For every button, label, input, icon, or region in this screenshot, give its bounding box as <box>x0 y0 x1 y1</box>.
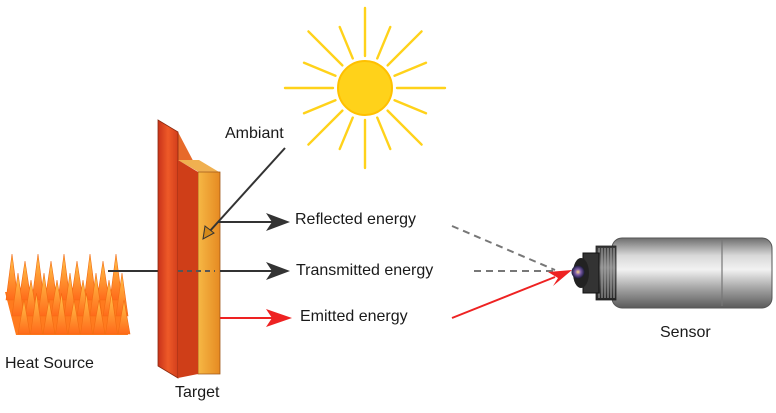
sun-ray <box>338 25 354 60</box>
flame-spike <box>55 292 68 335</box>
label-emitted-energy: Emitted energy <box>300 308 408 325</box>
flame-spike <box>31 253 45 301</box>
sun-icon <box>283 6 447 170</box>
flame-spike <box>92 299 106 335</box>
ambiant-arrow <box>202 147 286 240</box>
flame-spike <box>83 253 97 301</box>
emitted-to-sensor <box>451 270 572 319</box>
flame-spike <box>80 292 93 335</box>
flame-spike <box>109 253 123 301</box>
flame-spike <box>44 260 58 301</box>
sensor-camera-icon <box>571 237 773 309</box>
flame-spike <box>67 299 81 335</box>
sun-ray <box>386 30 423 67</box>
reflected-arrow <box>218 213 290 231</box>
sun-ray <box>393 61 428 77</box>
label-reflected-energy: Reflected energy <box>295 211 416 228</box>
flame-spike <box>117 299 131 335</box>
flame-icon <box>5 253 131 335</box>
sun-ray <box>307 109 344 146</box>
flame-spike <box>11 272 25 317</box>
flame-spike <box>17 299 31 335</box>
sun-ray <box>393 99 428 115</box>
sun-ray <box>376 25 392 60</box>
target-panel <box>157 119 221 379</box>
sun-ray <box>307 30 344 67</box>
sun-ray <box>302 61 337 77</box>
sun-ray <box>376 116 392 151</box>
sun-ray <box>302 99 337 115</box>
flame-spike <box>30 292 43 335</box>
flame-spike <box>96 260 110 301</box>
flame-spike <box>70 260 84 301</box>
flame-spike <box>57 253 71 301</box>
label-transmitted-energy: Transmitted energy <box>296 262 434 279</box>
sun-ray <box>386 109 423 146</box>
label-sensor: Sensor <box>660 324 711 341</box>
transmitted-arrow-head <box>220 262 290 280</box>
flame-spike <box>105 292 118 335</box>
flame-spike <box>18 260 32 301</box>
reflected-to-sensor <box>451 225 556 271</box>
label-heat-source: Heat Source <box>5 355 94 372</box>
label-target: Target <box>175 384 220 401</box>
sun-ray <box>338 116 354 151</box>
flame-spike <box>24 279 38 317</box>
label-ambiant: Ambiant <box>225 125 284 142</box>
flame-spike <box>37 272 51 317</box>
flame-spike <box>5 253 19 301</box>
flame-spike <box>42 299 56 335</box>
emitted-arrow <box>220 309 292 327</box>
